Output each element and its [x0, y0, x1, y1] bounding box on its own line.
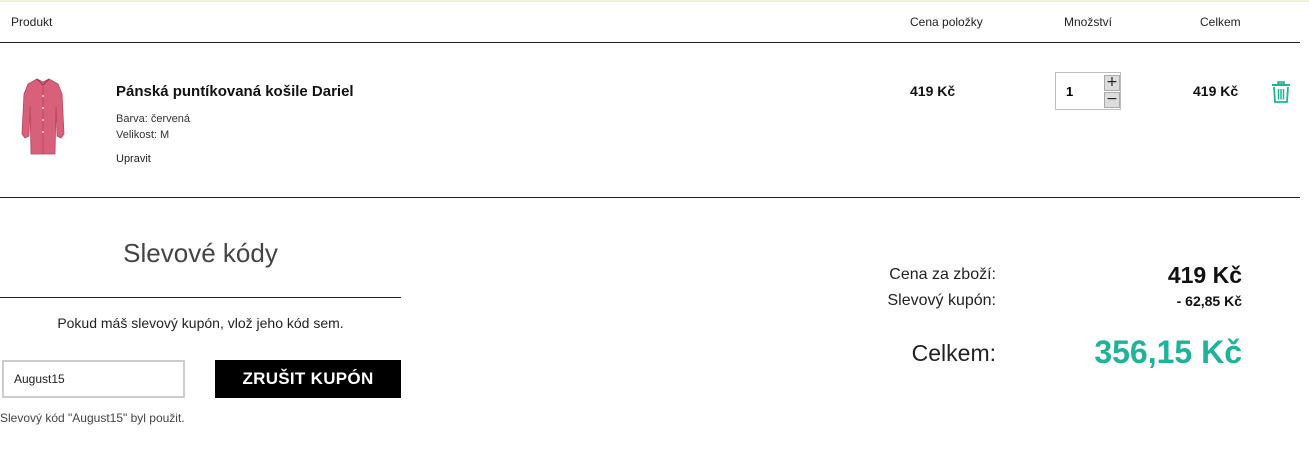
- size-value: M: [160, 129, 170, 141]
- product-color: Barva: červená: [116, 113, 190, 125]
- edit-link[interactable]: Upravit: [116, 153, 151, 165]
- discount-instructions: Pokud máš slevový kupón, vlož jeho kód s…: [57, 315, 344, 331]
- goods-price-value: 419 Kč: [1167, 262, 1242, 288]
- discount-divider: [0, 297, 401, 298]
- trash-icon[interactable]: [1271, 81, 1291, 103]
- order-total-value: 356,15 Kč: [1094, 334, 1242, 370]
- coupon-applied-message: Slevový kód "August15" byl použit.: [0, 411, 185, 425]
- header-unit-price: Cena položky: [910, 15, 983, 29]
- color-label: Barva:: [116, 113, 148, 125]
- coupon-code-input[interactable]: [2, 360, 185, 398]
- header-total: Celkem: [1200, 15, 1241, 29]
- top-accent-line: [0, 0, 1309, 2]
- size-label: Velikost:: [116, 129, 157, 141]
- color-value: červená: [150, 113, 190, 125]
- quantity-stepper: + −: [1055, 72, 1121, 110]
- product-size: Velikost: M: [116, 129, 169, 141]
- header-divider: [0, 42, 1300, 43]
- coupon-discount-value: - 62,85 Kč: [1176, 293, 1242, 309]
- header-quantity: Množství: [1064, 15, 1113, 29]
- product-name[interactable]: Pánská puntíkovaná košile Dariel: [116, 83, 354, 100]
- shirt-image[interactable]: [20, 76, 66, 158]
- order-total-label: Celkem:: [911, 340, 996, 366]
- coupon-discount-label: Slevový kupón:: [887, 292, 996, 309]
- line-total: 419 Kč: [1193, 83, 1239, 99]
- quantity-input[interactable]: [1060, 82, 1106, 100]
- discount-title: Slevové kódy: [123, 238, 278, 268]
- header-product: Produkt: [11, 15, 53, 29]
- quantity-decrease-button[interactable]: −: [1104, 92, 1120, 108]
- goods-price-label: Cena za zboží:: [889, 266, 996, 283]
- unit-price: 419 Kč: [910, 83, 956, 99]
- item-divider: [0, 197, 1300, 198]
- remove-coupon-button[interactable]: ZRUŠIT KUPÓN: [215, 360, 401, 398]
- quantity-increase-button[interactable]: +: [1104, 75, 1120, 91]
